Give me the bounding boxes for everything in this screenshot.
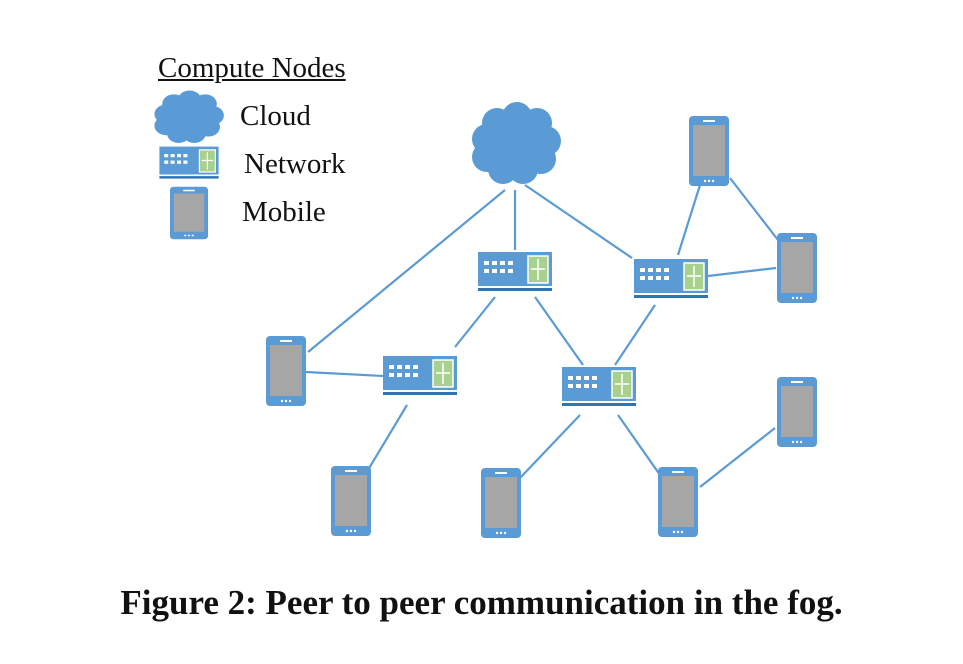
mobile-device-icon bbox=[689, 116, 729, 186]
cloud-icon bbox=[154, 90, 224, 143]
mobile-device-icon bbox=[170, 186, 208, 240]
link-mob-bottom-right-mob-far-right bbox=[699, 427, 776, 488]
link-cloud-mob-left bbox=[307, 189, 506, 353]
mobile-device-icon bbox=[777, 377, 817, 447]
mobile-device-icon bbox=[777, 233, 817, 303]
legend-label-cloud: Cloud bbox=[240, 100, 311, 132]
network-links bbox=[305, 177, 779, 488]
mobile-device-icon bbox=[481, 468, 521, 538]
network-switch-icon bbox=[477, 251, 553, 292]
link-cloud-net-right bbox=[524, 184, 633, 259]
legend-label-network: Network bbox=[244, 148, 346, 180]
legend-icons bbox=[154, 90, 224, 240]
network-switch-icon bbox=[633, 258, 709, 299]
network-switch-icon bbox=[158, 145, 220, 180]
legend-label-mobile: Mobile bbox=[242, 196, 326, 228]
link-net-left-mob-bottom-left bbox=[367, 404, 408, 471]
mobile-device-icon bbox=[266, 336, 306, 406]
link-net-center-mob-bottom-right bbox=[617, 414, 661, 476]
link-net-right-net-center bbox=[614, 304, 656, 366]
link-mob-left-net-left bbox=[305, 370, 384, 378]
link-net-right-mob-right bbox=[707, 266, 777, 278]
mobile-device-icon bbox=[658, 467, 698, 537]
figure-caption: Figure 2: Peer to peer communication in … bbox=[120, 583, 843, 622]
link-net-top-net-center bbox=[534, 296, 584, 366]
legend-title: Compute Nodes bbox=[158, 52, 346, 84]
network-switch-icon bbox=[382, 355, 458, 396]
link-net-right-mob-top-right bbox=[676, 184, 702, 256]
link-net-center-mob-bottom-mid bbox=[519, 414, 581, 479]
mobile-device-icon bbox=[331, 466, 371, 536]
link-mob-top-right-mob-right bbox=[729, 177, 779, 241]
network-switch-icon bbox=[561, 366, 637, 407]
cloud-icon bbox=[472, 102, 561, 184]
link-net-top-net-left bbox=[454, 296, 496, 348]
